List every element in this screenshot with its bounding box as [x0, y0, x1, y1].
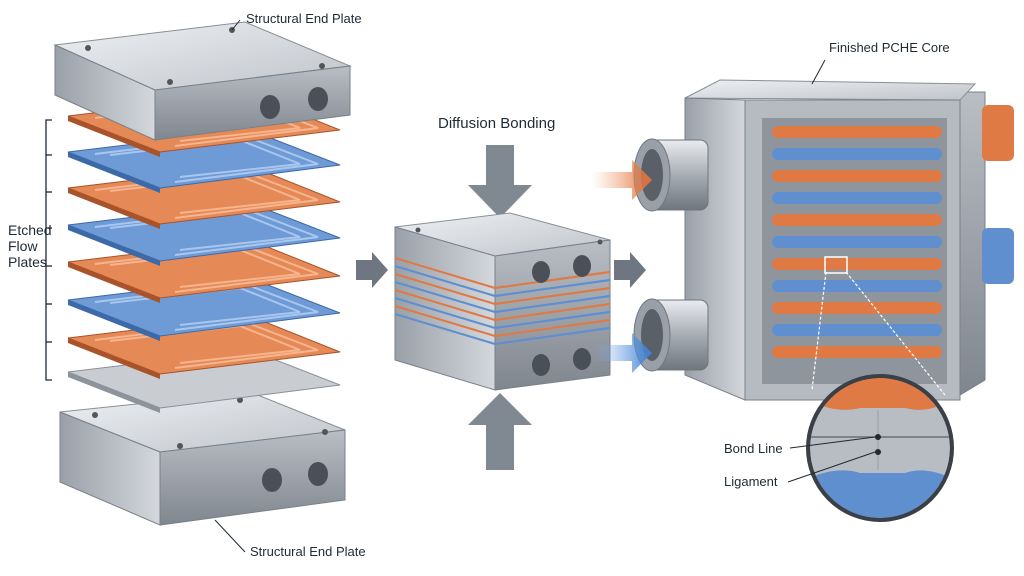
- etched-flow-plates-label: Etched Flow Plates: [8, 222, 52, 270]
- process-arrow-icon: [356, 252, 388, 288]
- top-end-plate: [53, 21, 352, 141]
- press-arrow-icon: [468, 145, 532, 218]
- bonding-block: [394, 145, 611, 470]
- top-end-plate-leader: [231, 19, 241, 31]
- diffusion-bonding-label: Diffusion Bonding: [438, 115, 556, 132]
- bond-line-leader: [789, 436, 876, 449]
- bond-line-label: Bond Line: [724, 441, 783, 456]
- top-end-plate-label: Structural End Plate: [246, 11, 362, 26]
- bracket-icon: [45, 119, 52, 381]
- bottom-end-plate: [59, 391, 346, 526]
- magnifier-circle-icon: [806, 374, 954, 522]
- etched-flow-plate-stack: [67, 93, 341, 413]
- flow-arrow-icon: [592, 160, 652, 200]
- flow-arrow-icon: [592, 333, 652, 373]
- finished-core-leader: [811, 59, 826, 85]
- ligament-label: Ligament: [724, 474, 778, 489]
- finished-core-label: Finished PCHE Core: [829, 40, 950, 55]
- finished-core: [592, 79, 1014, 401]
- bottom-end-plate-label: Structural End Plate: [250, 544, 366, 559]
- process-arrow-icon: [614, 252, 646, 288]
- ligament-leader: [787, 451, 876, 483]
- press-arrow-icon: [468, 393, 532, 470]
- bottom-end-plate-leader: [214, 519, 246, 553]
